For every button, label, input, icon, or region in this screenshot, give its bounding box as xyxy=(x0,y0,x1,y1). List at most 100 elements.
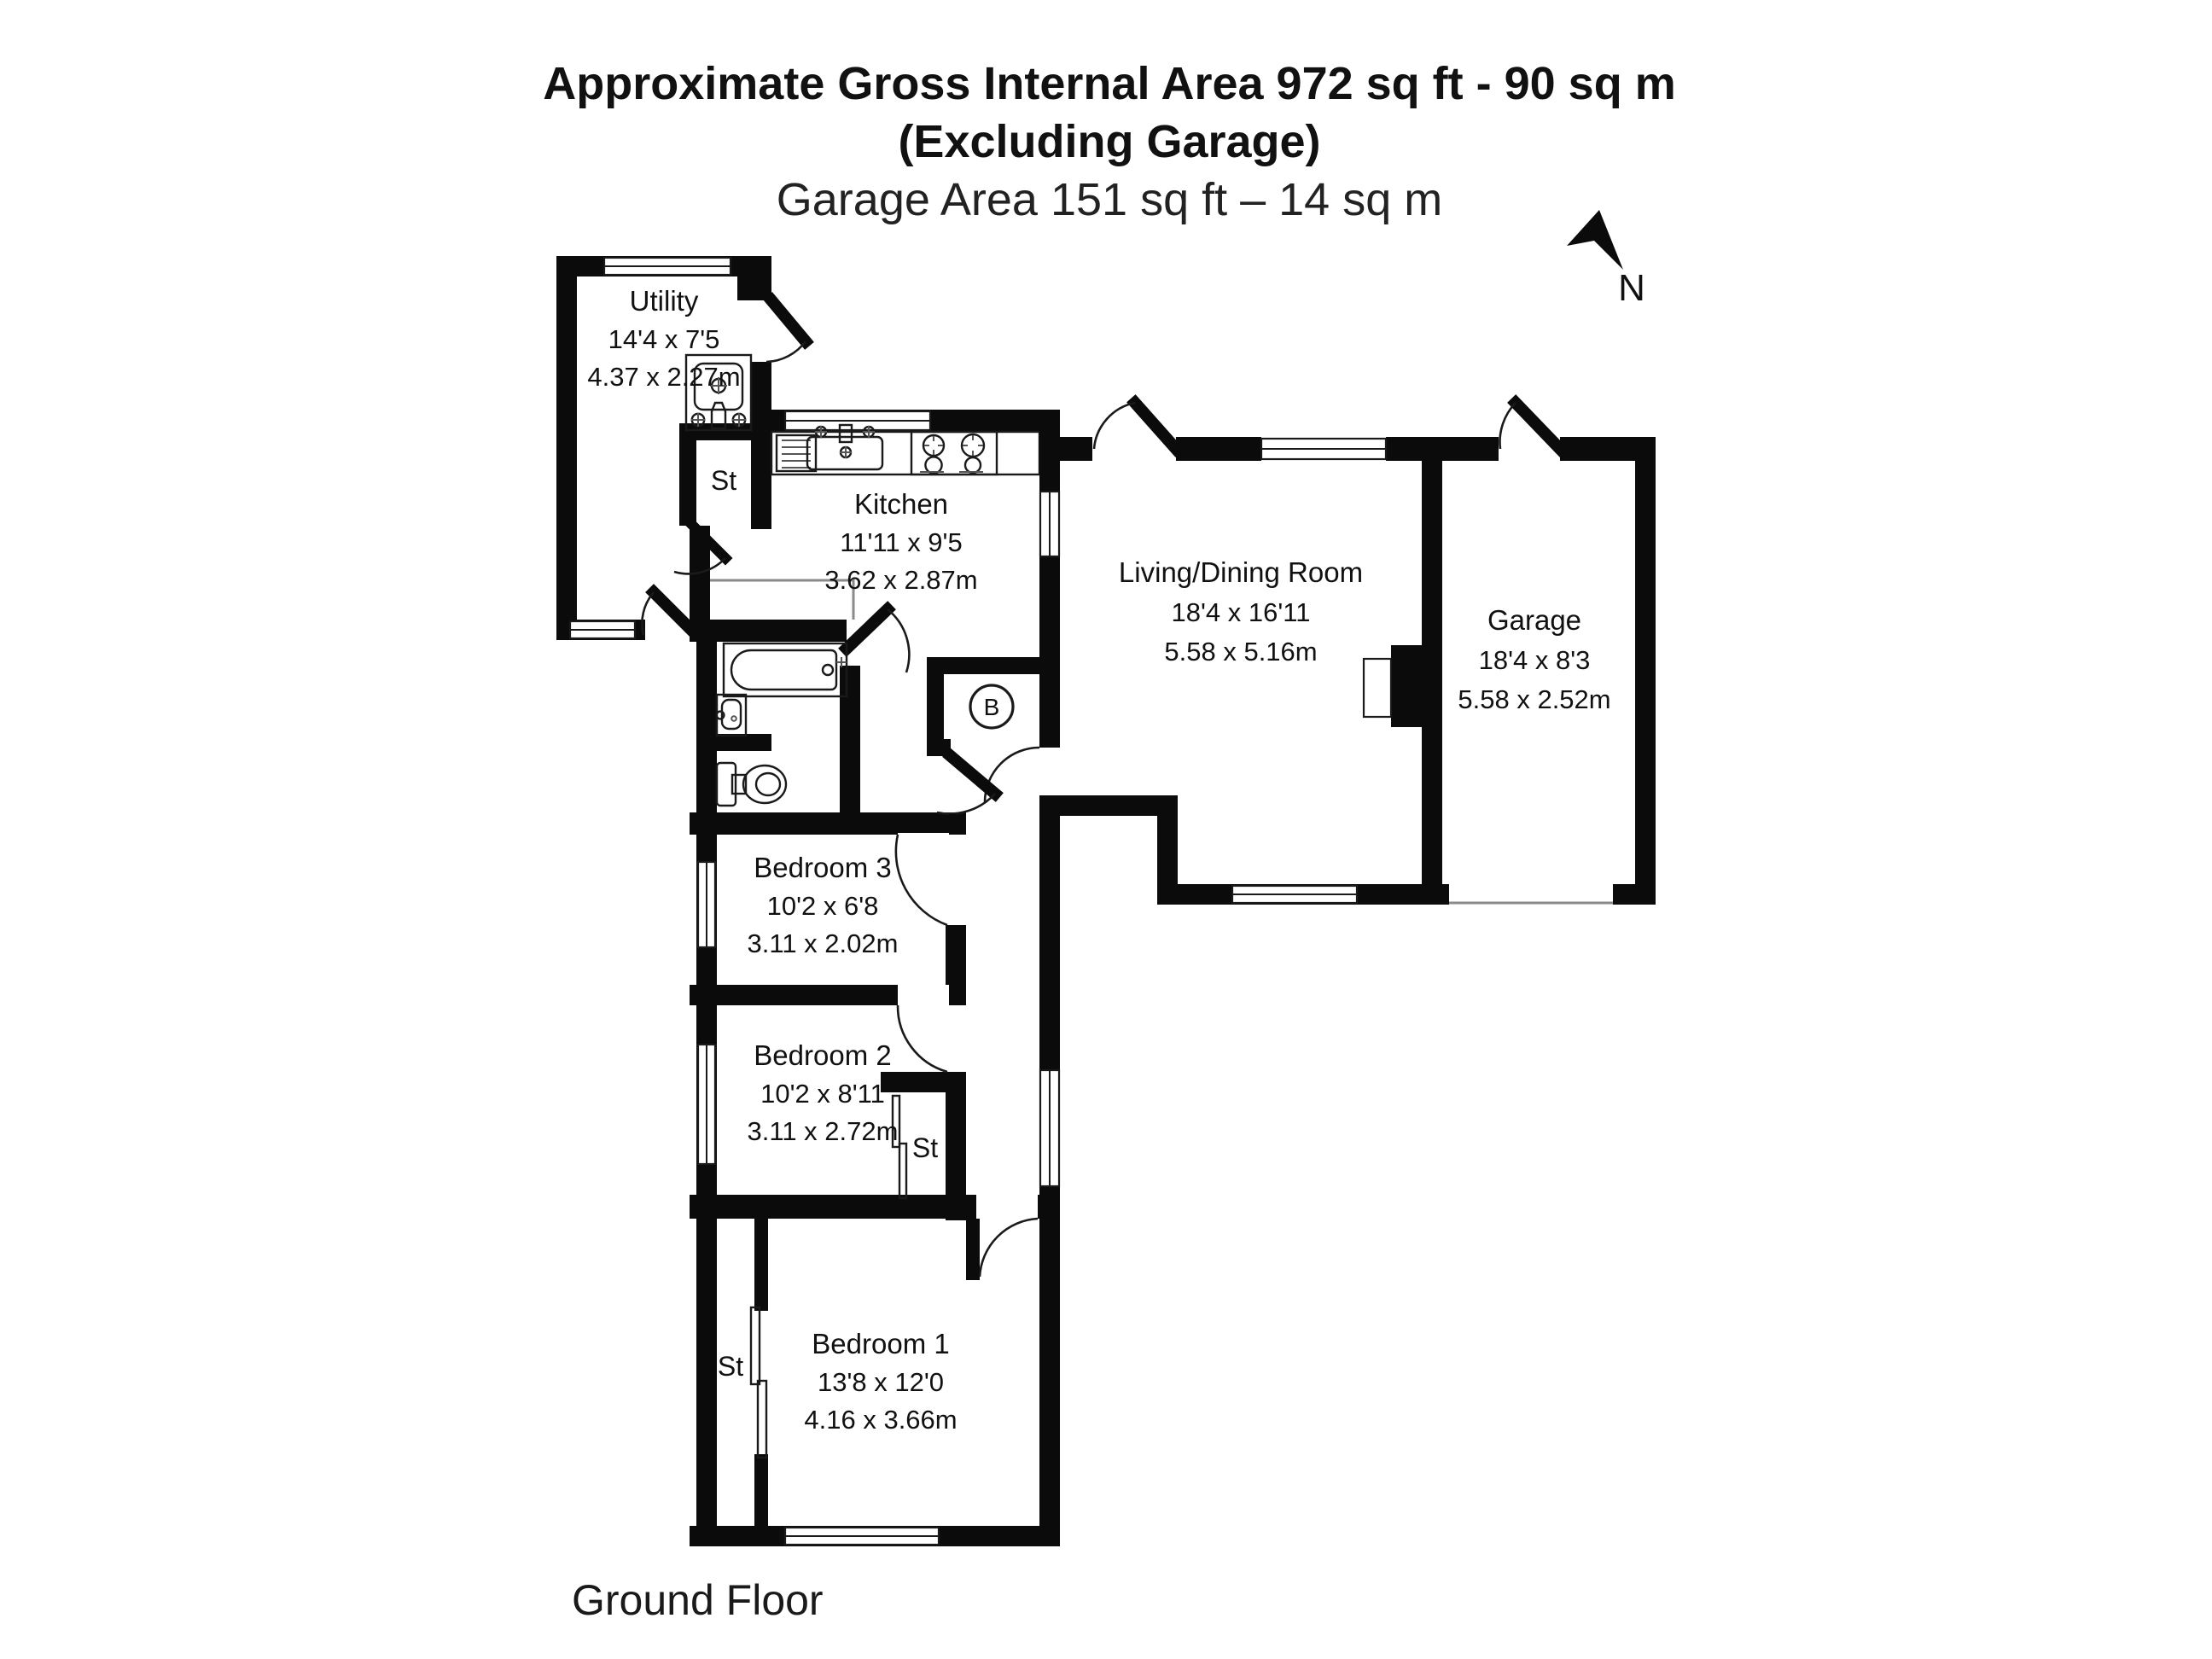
walls-boiler-cupboard xyxy=(927,657,1039,756)
wall xyxy=(927,657,1039,674)
wall xyxy=(690,620,847,642)
wall xyxy=(1157,816,1178,905)
hob-icon xyxy=(910,430,998,476)
garage-dims-imperial: 18'4 x 8'3 xyxy=(1479,645,1591,675)
kitchen-drawers-icon xyxy=(775,434,818,473)
label-utility: Utility 14'4 x 7'5 4.37 x 2.27m xyxy=(587,285,740,392)
wall xyxy=(754,1454,768,1526)
north-arrow-icon: N xyxy=(1567,210,1645,309)
wall-spine xyxy=(1039,410,1060,1546)
utility-dims-imperial: 14'4 x 7'5 xyxy=(608,324,720,354)
window-living-bottom xyxy=(1231,884,1359,905)
door-living-top xyxy=(1092,394,1185,457)
kitchen-dims-imperial: 11'11 x 9'5 xyxy=(840,527,962,557)
wash-basin-icon xyxy=(715,693,748,737)
window-hallway xyxy=(1039,1068,1061,1188)
wall xyxy=(1442,437,1499,461)
wall xyxy=(840,666,860,812)
kitchen-counter xyxy=(770,423,1041,476)
wall xyxy=(690,985,898,1005)
bedroom1-dims-metric: 4.16 x 3.66m xyxy=(804,1405,957,1435)
wall xyxy=(1060,437,1092,461)
door-bathroom xyxy=(838,601,911,673)
wall xyxy=(751,362,771,529)
wall xyxy=(690,814,898,835)
sliding-door-bedroom1-storage xyxy=(749,1306,768,1459)
bedroom2-dims-imperial: 10'2 x 8'11 xyxy=(760,1079,885,1109)
wall xyxy=(679,423,696,526)
kitchen-dims-metric: 3.62 x 2.87m xyxy=(824,565,977,595)
wall xyxy=(679,423,771,440)
window-utility-bottom xyxy=(568,620,637,640)
utility-dims-metric: 4.37 x 2.27m xyxy=(587,362,740,392)
wall xyxy=(737,256,771,300)
utility-name: Utility xyxy=(630,285,699,317)
wall xyxy=(754,1219,768,1311)
wall xyxy=(949,985,966,1005)
storage-label-utility: St xyxy=(711,465,736,496)
bedroom3-dims-metric: 3.11 x 2.02m xyxy=(748,928,899,958)
sliding-door-bedroom2-storage xyxy=(891,1094,908,1200)
kitchen-name: Kitchen xyxy=(854,488,948,520)
door-arc-bedroom2 xyxy=(896,1004,948,1074)
utility-sink-icon xyxy=(684,353,753,432)
bedroom3-name: Bedroom 3 xyxy=(754,852,891,883)
window-kitchen-hatch xyxy=(1039,490,1061,558)
wall xyxy=(690,1195,976,1219)
kitchen-floor-edge xyxy=(710,579,855,620)
walls-bedrooms xyxy=(690,814,1060,1546)
storage-label-bedroom1: St xyxy=(718,1351,743,1382)
wall xyxy=(1635,437,1656,905)
bedroom1-dims-imperial: 13'8 x 12'0 xyxy=(818,1367,944,1397)
wall xyxy=(1039,795,1178,816)
label-living-dining: Living/Dining Room 18'4 x 16'11 5.58 x 5… xyxy=(1119,556,1363,667)
door-utility-entrance xyxy=(763,292,814,364)
garage-name: Garage xyxy=(1487,604,1581,636)
wall xyxy=(949,814,966,835)
window-bedroom3 xyxy=(696,860,717,949)
label-bedroom3: Bedroom 3 10'2 x 6'8 3.11 x 2.02m xyxy=(748,852,899,958)
window-bedroom2 xyxy=(696,1043,717,1166)
bedroom2-name: Bedroom 2 xyxy=(754,1039,891,1071)
garage-dims-metric: 5.58 x 2.52m xyxy=(1458,684,1610,714)
window-living-top xyxy=(1260,437,1388,461)
storage-label-bedroom2: St xyxy=(912,1132,938,1163)
bedroom2-dims-metric: 3.11 x 2.72m xyxy=(748,1116,899,1146)
kitchen-sink-icon xyxy=(806,423,884,471)
fireplace-icon xyxy=(1362,645,1422,727)
living-dims-imperial: 18'4 x 16'11 xyxy=(1172,597,1311,627)
title-line-1: Approximate Gross Internal Area 972 sq f… xyxy=(543,58,1675,109)
wall xyxy=(1176,437,1261,461)
wall xyxy=(1422,437,1442,905)
bathtub-icon xyxy=(722,642,848,698)
window-bedroom1-bottom xyxy=(783,1526,940,1546)
label-garage: Garage 18'4 x 8'3 5.58 x 2.52m xyxy=(1458,604,1610,714)
north-label: N xyxy=(1618,267,1645,309)
wall xyxy=(927,739,951,756)
window-utility-top xyxy=(602,256,732,276)
door-boiler xyxy=(936,748,1004,815)
boiler-label: B xyxy=(984,694,1000,720)
window-kitchen-top xyxy=(783,410,932,432)
wall xyxy=(927,657,944,756)
floor-label: Ground Floor xyxy=(572,1576,824,1624)
label-kitchen: Kitchen 11'11 x 9'5 3.62 x 2.87m xyxy=(824,488,977,595)
living-name: Living/Dining Room xyxy=(1119,556,1363,588)
door-utility-inner xyxy=(641,584,698,637)
wall xyxy=(1038,1195,1060,1219)
boiler-circle-icon: B xyxy=(969,684,1015,730)
bedroom3-dims-imperial: 10'2 x 6'8 xyxy=(767,891,879,921)
title-line-2: (Excluding Garage) xyxy=(898,116,1320,167)
living-dims-metric: 5.58 x 5.16m xyxy=(1164,637,1317,667)
title-line-3: Garage Area 151 sq ft – 14 sq m xyxy=(777,174,1442,225)
wall xyxy=(717,734,771,751)
toilet-icon xyxy=(715,761,788,807)
label-bedroom2: Bedroom 2 10'2 x 8'11 3.11 x 2.72m xyxy=(748,1039,899,1146)
door-gap-living xyxy=(1039,748,1060,802)
wall xyxy=(946,925,966,985)
door-arc-bedroom3 xyxy=(894,834,948,927)
wall xyxy=(881,1072,966,1092)
wall xyxy=(556,256,577,640)
